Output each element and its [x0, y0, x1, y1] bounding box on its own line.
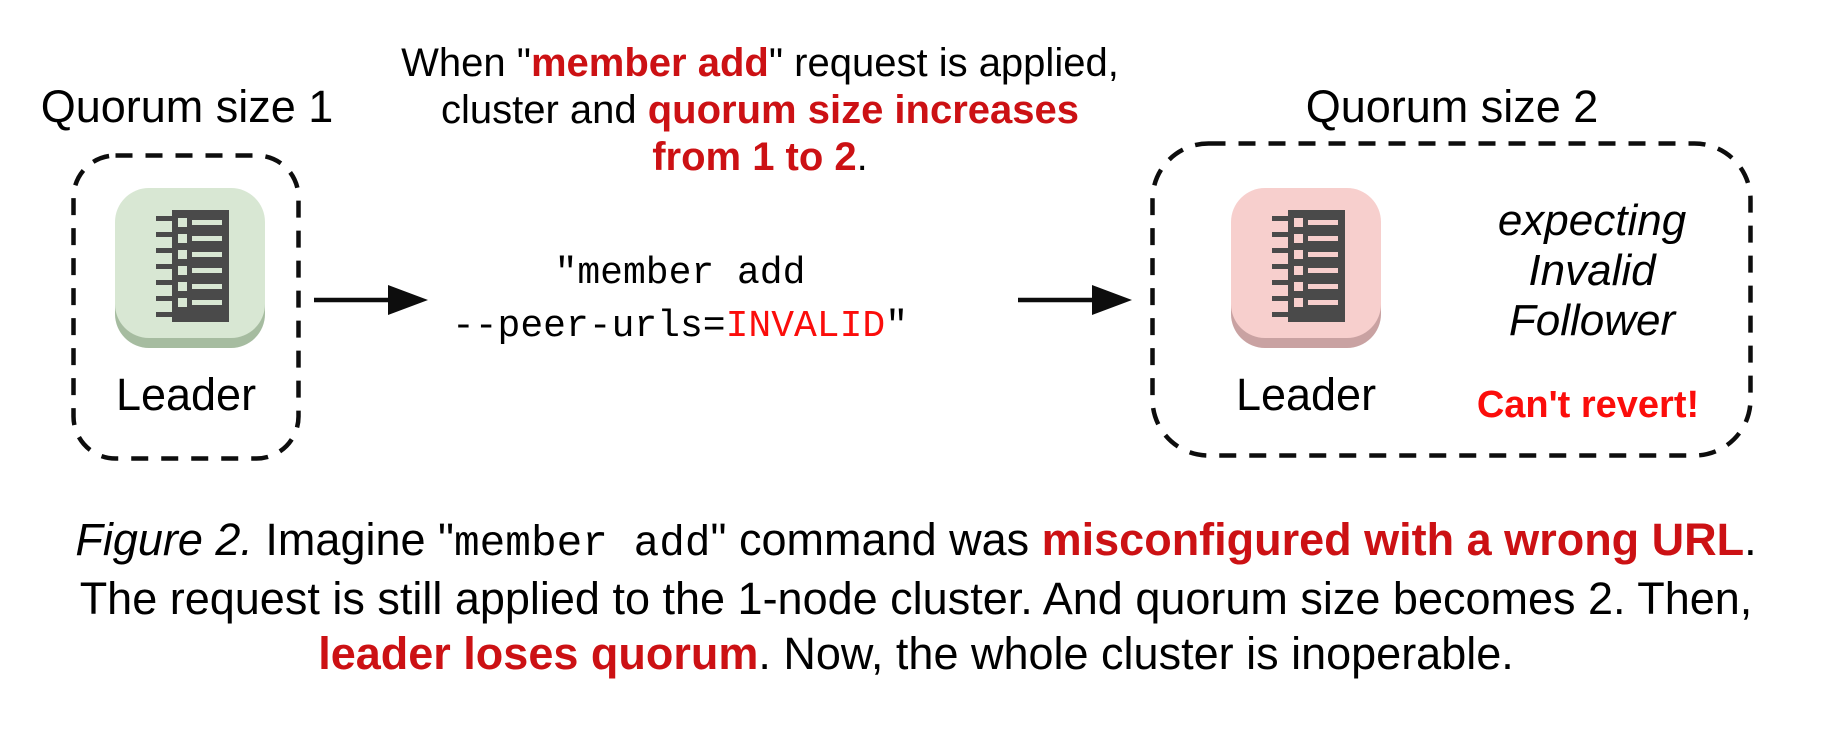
right-cluster-dashed-box [1150, 141, 1753, 458]
note-text: cluster and [440, 88, 648, 132]
right-leader-label: Leader [1235, 369, 1377, 420]
figure-caption: Figure 2. Imagine "member add" command w… [0, 512, 1832, 681]
caption-text: Imagine " [252, 514, 454, 565]
left-leader-label: Leader [115, 369, 257, 420]
note-text: . [856, 135, 868, 179]
expecting-line: expecting [1497, 196, 1687, 245]
command-line1: "member add [554, 252, 806, 295]
note-text: " request is applied, [768, 41, 1119, 85]
note-highlight: quorum size increases [647, 88, 1080, 132]
caption-text: The request is still applied to the 1-no… [79, 573, 1753, 624]
arrow-right-icon [1018, 285, 1132, 315]
caption-highlight: leader loses quorum [318, 628, 759, 679]
command-line2: --peer-urls= [451, 305, 726, 348]
caption-highlight: misconfigured with a wrong URL [1041, 514, 1745, 565]
figure-number: Figure 2. [75, 514, 253, 565]
server-node-icon [115, 188, 265, 348]
left-cluster-dashed-box [71, 153, 301, 461]
caption-text: . [1744, 514, 1757, 565]
member-add-command: "member add --peer-urls=INVALID" [430, 247, 930, 353]
arrow-right-icon [314, 285, 428, 315]
command-closing-quote: " [885, 305, 909, 348]
note-text: When " [401, 41, 531, 85]
expecting-line: Follower [1508, 296, 1676, 345]
note-highlight: from 1 to 2 [652, 135, 857, 179]
server-node-icon [1231, 188, 1381, 348]
caption-command-text: member add [454, 519, 711, 568]
expecting-invalid-follower-note: expecting Invalid Follower [1442, 196, 1742, 346]
command-invalid-value: INVALID [725, 305, 886, 348]
expecting-line: Invalid [1528, 246, 1656, 295]
left-cluster-title: Quorum size 1 [40, 81, 334, 132]
caption-text: " command was [710, 514, 1042, 565]
note-highlight: member add [530, 41, 769, 85]
member-add-note: When "member add" request is applied, cl… [385, 40, 1135, 181]
cant-revert-warning: Can't revert! [1476, 384, 1700, 426]
right-cluster-title: Quorum size 2 [1305, 81, 1599, 132]
caption-text: . Now, the whole cluster is inoperable. [758, 628, 1514, 679]
